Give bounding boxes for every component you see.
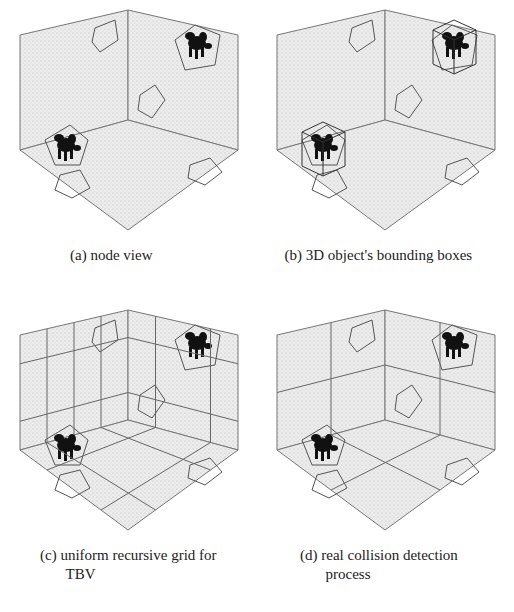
panel-caption: (b) 3D object's bounding boxes <box>285 246 511 265</box>
room-fine-grid <box>20 310 238 530</box>
panel-caption: (c) uniform recursive grid for TBV <box>40 546 241 584</box>
room-bounding-boxes <box>277 10 495 230</box>
room-node-view <box>20 10 238 230</box>
room-coarse-grid <box>277 310 495 530</box>
panel-caption: (d) real collision detection process <box>300 546 496 584</box>
panel-caption: (a) node view <box>70 246 246 265</box>
